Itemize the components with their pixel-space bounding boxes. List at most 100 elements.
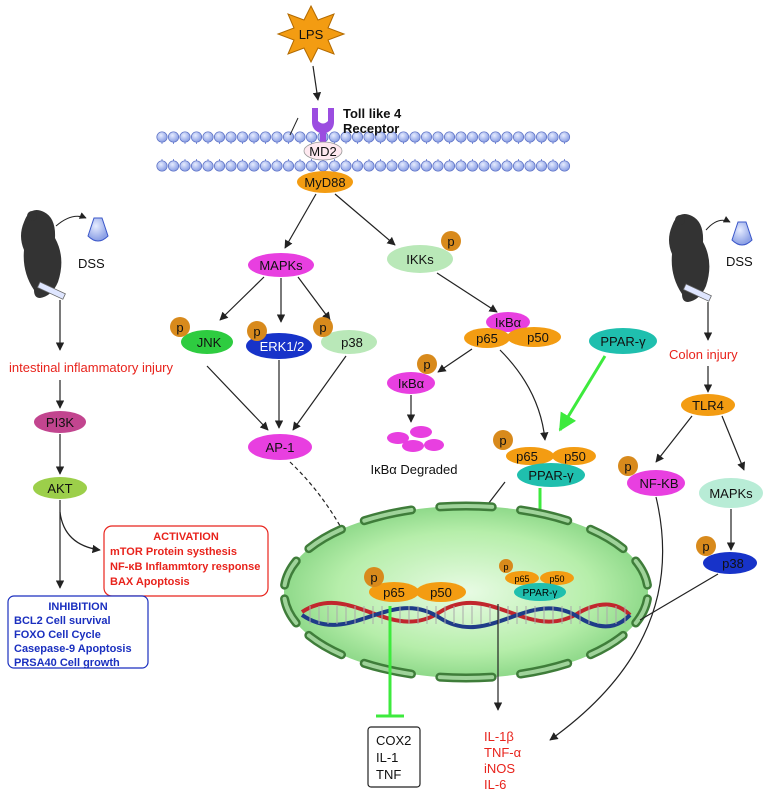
myd88-node (297, 171, 353, 193)
svg-text:p50: p50 (564, 449, 586, 464)
inhibition-item: PRSA40 Cell growth (14, 657, 120, 669)
svg-text:p: p (253, 324, 260, 339)
svg-text:p50: p50 (549, 574, 564, 584)
nucleus: p65 p50 p p65 p50 p PPAR-γ (280, 501, 652, 683)
mapks-right-label: MAPKs (709, 486, 753, 501)
svg-text:p: p (176, 320, 183, 335)
p65-node (464, 328, 510, 348)
ikba-node (486, 312, 530, 332)
cytokine-inos: iNOS (484, 761, 515, 776)
tlr4-receptor-icon (312, 108, 334, 133)
svg-text:PPAR-γ: PPAR-γ (523, 588, 558, 599)
activation-title: ACTIVATION (153, 531, 219, 543)
mouse-left-icon (21, 209, 109, 300)
ap1-label: AP-1 (266, 440, 295, 455)
svg-text:p65: p65 (383, 585, 405, 600)
cox2-box (367, 726, 421, 788)
ppar-complex-node (517, 463, 585, 487)
lps-label: LPS (299, 27, 324, 42)
phospho-ikba-icon (417, 354, 437, 374)
dss-left-label: DSS (78, 256, 105, 271)
svg-text:p50: p50 (527, 330, 549, 345)
phospho-complex-icon (493, 430, 513, 450)
phospho-ikk-icon (441, 231, 461, 251)
mapks-right-node (699, 478, 763, 508)
svg-text:p65: p65 (476, 331, 498, 346)
mapks-label: MAPKs (259, 258, 303, 273)
inhibition-title: INHIBITION (48, 601, 107, 613)
tlr4-label: TLR4 (692, 398, 724, 413)
mouse-right-icon (669, 213, 753, 302)
ppar-label: PPAR-γ (600, 334, 646, 349)
receptor-label-2: Receptor (343, 121, 399, 136)
phospho-erk-icon (247, 321, 267, 341)
svg-text:PPAR-γ: PPAR-γ (528, 468, 574, 483)
cytokine-tnfa: TNF-α (484, 745, 522, 760)
degraded-fragments-icon (387, 426, 444, 452)
akt-label: AKT (47, 481, 72, 496)
svg-text:p: p (702, 539, 709, 554)
cytokine-il6: IL-6 (484, 777, 506, 792)
inhibition-item: FOXO Cell Cycle (14, 629, 101, 641)
p38-label: p38 (341, 335, 363, 350)
ap1-node (248, 434, 312, 460)
output-cox2: COX2 (376, 733, 411, 748)
svg-text:p: p (423, 357, 430, 372)
svg-text:p: p (624, 459, 631, 474)
phospho-nfkb-icon (618, 456, 638, 476)
mapks-node (248, 253, 314, 277)
left-injury-label: intestinal inflammatory injury (9, 360, 174, 375)
md2-label: MD2 (309, 144, 336, 159)
right-injury-label: Colon injury (669, 347, 738, 362)
erk-label: ERK1/2 (260, 339, 305, 354)
svg-text:p65: p65 (514, 574, 529, 584)
akt-node (33, 477, 87, 499)
ikks-label: IKKs (406, 252, 434, 267)
svg-text:p: p (447, 234, 454, 249)
ikba-label: IκBα (495, 315, 522, 330)
ikks-node (387, 245, 453, 273)
p38-node (321, 330, 377, 354)
activation-item: NF-κB Inflammtory response (110, 561, 260, 573)
inhibition-item: BCL2 Cell survival (14, 615, 111, 627)
output-tnf: TNF (376, 767, 401, 782)
myd88-label: MyD88 (304, 175, 345, 190)
svg-text:p: p (499, 433, 506, 448)
jnk-node (181, 330, 233, 354)
p38-right-node (703, 552, 757, 574)
svg-text:p50: p50 (430, 585, 452, 600)
lps-star-icon (276, 4, 346, 64)
receptor-label-1: Toll like 4 (343, 106, 402, 121)
svg-text:p: p (503, 562, 508, 572)
nfkb-node (627, 470, 685, 496)
ppar-node (589, 328, 657, 354)
p38-right-label: p38 (722, 556, 744, 571)
erk-node (246, 333, 312, 359)
nfkb-label: NF-KB (640, 476, 679, 491)
dss-right-label: DSS (726, 254, 753, 269)
svg-text:IκBα: IκBα (398, 376, 425, 391)
ikba-degraded-label: IκBα Degraded (370, 462, 457, 477)
activation-item: BAX Apoptosis (110, 576, 190, 588)
output-il1: IL-1 (376, 750, 398, 765)
phospho-jnk-icon (170, 317, 190, 337)
svg-text:p: p (319, 320, 326, 335)
svg-text:p65: p65 (516, 449, 538, 464)
tlr4-node (681, 394, 735, 416)
phospho-p38-right-icon (696, 536, 716, 556)
jnk-label: JNK (197, 335, 222, 350)
pi3k-label: PI3K (46, 415, 75, 430)
activation-item: mTOR Protein systhesis (110, 546, 237, 558)
inhibition-item: Casepase-9 Apoptosis (14, 643, 132, 655)
cytokine-il1b: IL-1β (484, 729, 514, 744)
phospho-p38-icon (313, 317, 333, 337)
svg-text:p: p (370, 570, 377, 585)
ikba-free-node (387, 372, 435, 394)
pi3k-node (34, 411, 86, 433)
p50-node (507, 327, 561, 347)
activation-box (103, 525, 269, 597)
cell-membrane (156, 131, 571, 172)
inhibition-box (7, 595, 149, 669)
